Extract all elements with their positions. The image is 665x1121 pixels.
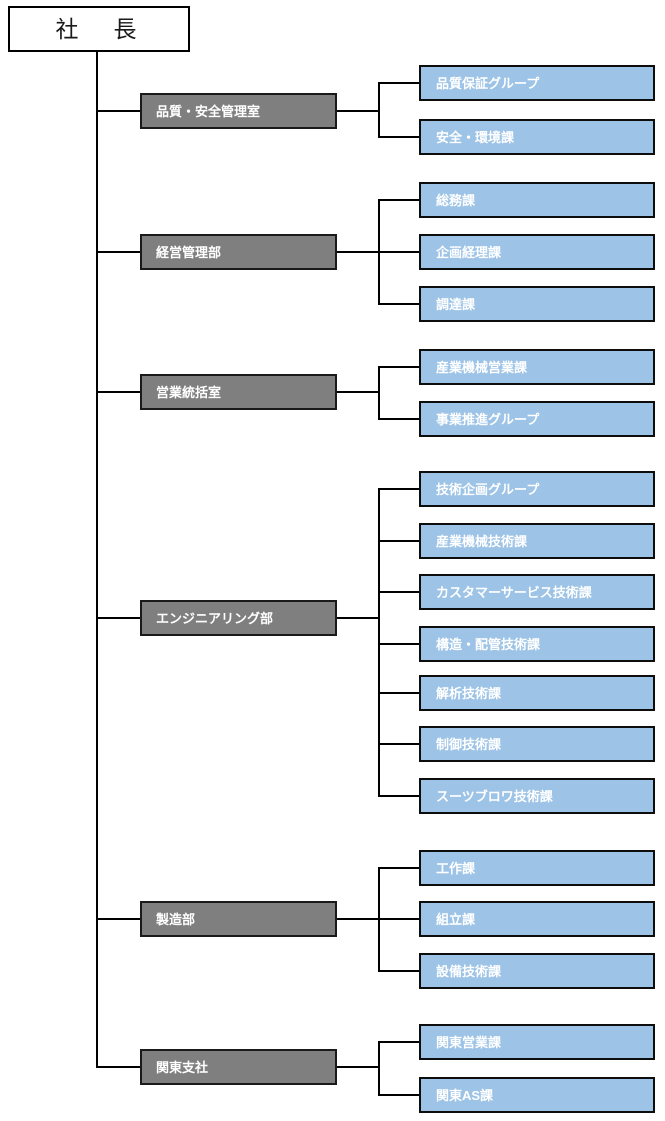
connector-line bbox=[379, 867, 419, 869]
child-box-4-1: 組立課 bbox=[419, 901, 655, 937]
child-box-3-6: スーツブロワ技術課 bbox=[419, 778, 655, 814]
junction-line bbox=[378, 1041, 380, 1096]
junction-line bbox=[378, 366, 380, 420]
child-box-1-0: 総務課 bbox=[419, 182, 655, 218]
connector-line bbox=[379, 251, 419, 253]
connector-line bbox=[379, 692, 419, 694]
connector-line bbox=[379, 136, 419, 138]
dept-box-2: 営業統括室 bbox=[140, 374, 337, 410]
child-box-1-2: 調達課 bbox=[419, 286, 655, 322]
connector-line bbox=[379, 970, 419, 972]
connector-line bbox=[379, 591, 419, 593]
connector-line bbox=[337, 110, 379, 112]
connector-line bbox=[96, 251, 140, 253]
connector-line bbox=[379, 82, 419, 84]
child-box-3-5: 制御技術課 bbox=[419, 726, 655, 762]
connector-line bbox=[96, 918, 140, 920]
child-box-2-0: 産業機械営業課 bbox=[419, 349, 655, 385]
junction-line bbox=[378, 82, 380, 138]
trunk-line bbox=[96, 52, 98, 1068]
connector-line bbox=[337, 617, 379, 619]
connector-line bbox=[379, 1094, 419, 1096]
child-box-2-1: 事業推進グループ bbox=[419, 401, 655, 437]
connector-line bbox=[96, 617, 140, 619]
child-box-3-3: 構造・配管技術課 bbox=[419, 626, 655, 662]
connector-line bbox=[379, 303, 419, 305]
child-box-4-0: 工作課 bbox=[419, 850, 655, 886]
child-box-4-2: 設備技術課 bbox=[419, 953, 655, 989]
child-box-5-1: 関東AS課 bbox=[419, 1077, 655, 1113]
connector-line bbox=[379, 643, 419, 645]
child-box-3-0: 技術企画グループ bbox=[419, 471, 655, 507]
child-box-0-0: 品質保証グループ bbox=[419, 65, 655, 101]
president-box: 社 長 bbox=[8, 6, 190, 52]
connector-line bbox=[379, 540, 419, 542]
connector-line bbox=[379, 1041, 419, 1043]
child-box-1-1: 企画経理課 bbox=[419, 234, 655, 270]
connector-line bbox=[337, 1066, 379, 1068]
dept-box-3: エンジニアリング部 bbox=[140, 600, 337, 636]
connector-line bbox=[379, 488, 419, 490]
dept-box-4: 製造部 bbox=[140, 901, 337, 937]
connector-line bbox=[379, 366, 419, 368]
connector-line bbox=[379, 918, 419, 920]
junction-line bbox=[378, 488, 380, 797]
connector-line bbox=[337, 391, 379, 393]
dept-box-5: 関東支社 bbox=[140, 1049, 337, 1085]
connector-line bbox=[379, 418, 419, 420]
dept-box-1: 経営管理部 bbox=[140, 234, 337, 270]
dept-box-0: 品質・安全管理室 bbox=[140, 93, 337, 129]
connector-line bbox=[337, 251, 379, 253]
connector-line bbox=[96, 110, 140, 112]
connector-line bbox=[96, 391, 140, 393]
child-box-3-4: 解析技術課 bbox=[419, 675, 655, 711]
connector-line bbox=[337, 918, 379, 920]
connector-line bbox=[379, 743, 419, 745]
child-box-3-1: 産業機械技術課 bbox=[419, 523, 655, 559]
child-box-3-2: カスタマーサービス技術課 bbox=[419, 574, 655, 610]
connector-line bbox=[379, 199, 419, 201]
connector-line bbox=[96, 1066, 140, 1068]
child-box-0-1: 安全・環境課 bbox=[419, 119, 655, 155]
connector-line bbox=[379, 795, 419, 797]
child-box-5-0: 関東営業課 bbox=[419, 1024, 655, 1060]
